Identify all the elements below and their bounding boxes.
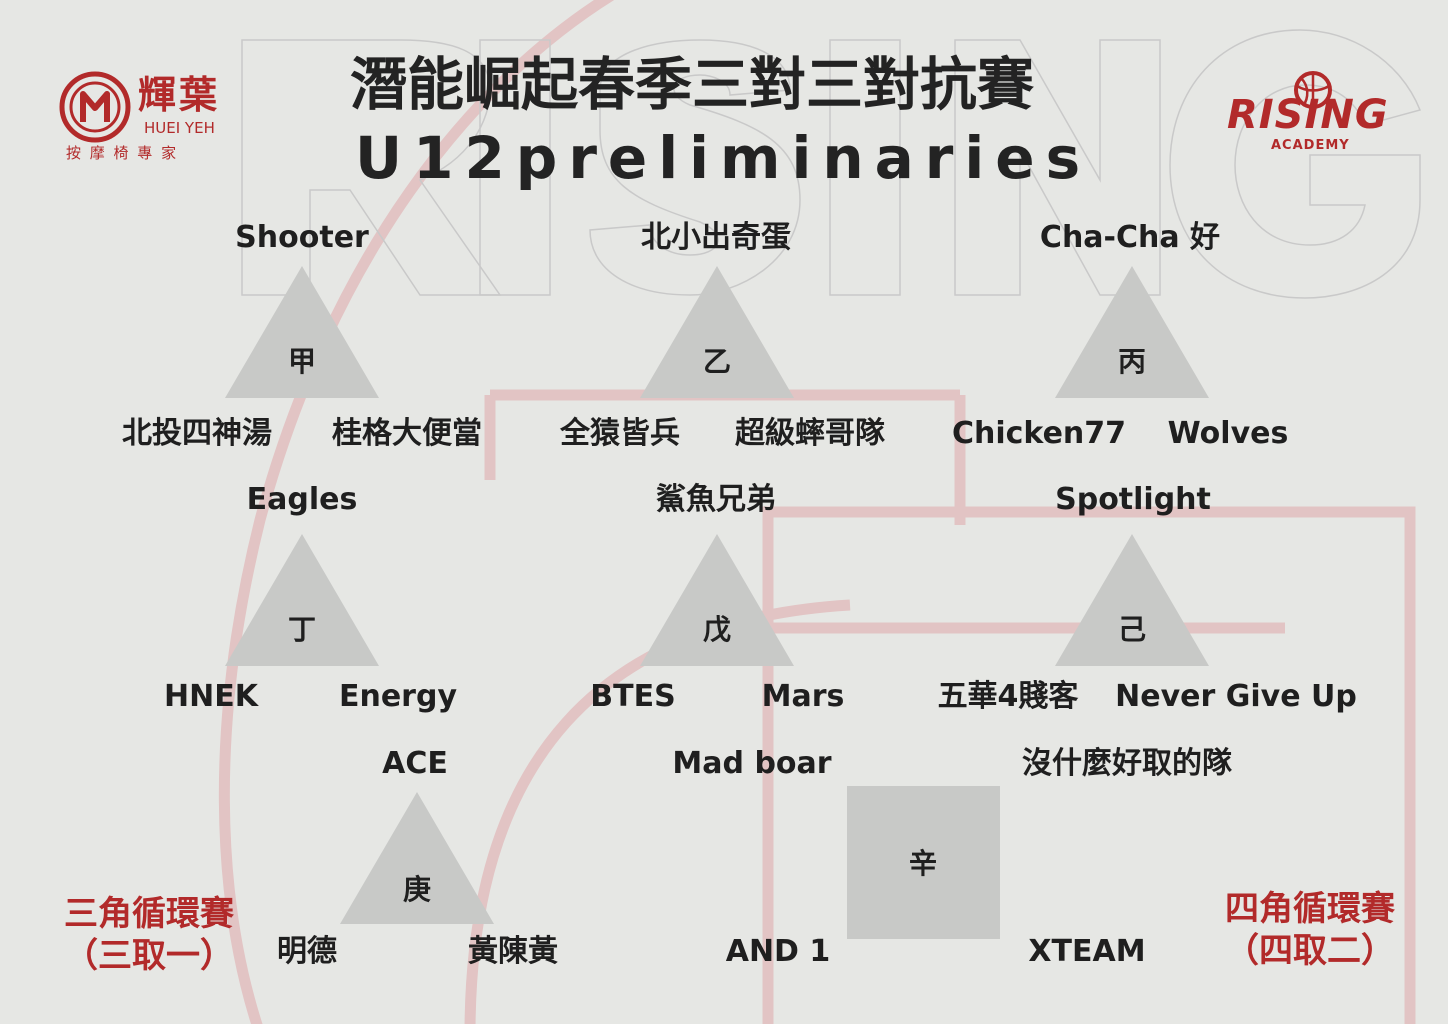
triangle-shape [640, 534, 794, 666]
group-label-wu: 戊 [702, 613, 732, 646]
event-title-en: U12preliminaries [355, 124, 1092, 192]
triangle-shape [225, 266, 379, 398]
team-name: 沒什麼好取的隊 [1022, 746, 1232, 781]
triangle-format-line2: （三取一） [64, 936, 234, 976]
team-name: BTES [590, 679, 676, 714]
triangle-shape [640, 266, 794, 398]
huei-yeh-emblem-icon [59, 71, 131, 143]
group-label-ji: 己 [1117, 613, 1147, 646]
team-name: 桂格大便當 [332, 416, 482, 451]
event-title-zh: 潛能崛起春季三對三對抗賽 [350, 52, 1034, 118]
team-name: Energy [338, 679, 458, 714]
court-key [762, 506, 1416, 1024]
basketball-icon [1294, 71, 1332, 109]
court-lines [218, 0, 1416, 1024]
academy-sub: ACADEMY [1271, 138, 1350, 153]
team-name: 北小出奇蛋 [641, 220, 791, 255]
square-format-legend: 四角循環賽 （四取二） [1218, 888, 1402, 972]
triangle-shape [1055, 266, 1209, 398]
team-name: Eagles [246, 482, 358, 517]
triangle-shape [340, 792, 494, 924]
team-name: Shooter [235, 220, 369, 255]
group-label-bing: 丙 [1117, 345, 1147, 378]
team-name: Spotlight [1055, 482, 1211, 517]
sponsor-char-1: 輝 [138, 73, 177, 117]
square-format-line2: （四取二） [1225, 931, 1395, 971]
square-shape [847, 786, 1000, 939]
team-name: AND 1 [725, 934, 831, 969]
team-name: Cha-Cha 好 [1039, 220, 1221, 255]
team-name: 北投四神湯 [122, 416, 272, 451]
sponsor-romanized: HUEI YEH [144, 119, 215, 137]
court-arc-left [218, 0, 615, 1024]
team-name: Wolves [1167, 416, 1289, 451]
group-label-geng: 庚 [402, 873, 432, 906]
triangle-format-legend: 三角循環賽 （三取一） [58, 893, 240, 977]
team-name: Chicken77 [951, 416, 1127, 451]
huei-yeh-logo: 輝 葉 HUEI YEH 按 摩 椅 專 家 [58, 70, 228, 170]
team-name: 全猿皆兵 [560, 416, 680, 451]
rising-watermark [241, 29, 1422, 299]
team-name: HNEK [164, 679, 258, 714]
sponsor-tagline: 按 摩 椅 專 家 [66, 144, 179, 162]
academy-name: RISING [1227, 92, 1389, 138]
team-name: Never Give Up [1115, 679, 1357, 714]
team-name: 鯊魚兄弟 [656, 482, 776, 517]
team-name: 黃陳黃 [468, 934, 558, 969]
group-label-ding: 丁 [287, 613, 317, 646]
team-name: Mars [761, 679, 845, 714]
team-name: 超級蟀哥隊 [735, 416, 885, 451]
group-label-xin: 辛 [908, 847, 938, 880]
square-format-line1: 四角循環賽 [1225, 889, 1395, 929]
team-name: ACE [382, 746, 448, 781]
team-name: 五華4賤客 [937, 679, 1079, 714]
triangle-format-line1: 三角循環賽 [64, 894, 234, 934]
team-name: XTEAM [1028, 934, 1146, 969]
triangle-shape [1055, 534, 1209, 666]
rising-academy-logo: RISING ACADEMY [1225, 70, 1405, 160]
group-label-yi: 乙 [702, 345, 732, 378]
group-label-jia: 甲 [287, 345, 317, 378]
sponsor-char-2: 葉 [179, 73, 218, 117]
triangle-shape [225, 534, 379, 666]
team-name: 明德 [277, 934, 337, 969]
team-name: Mad boar [672, 746, 832, 781]
